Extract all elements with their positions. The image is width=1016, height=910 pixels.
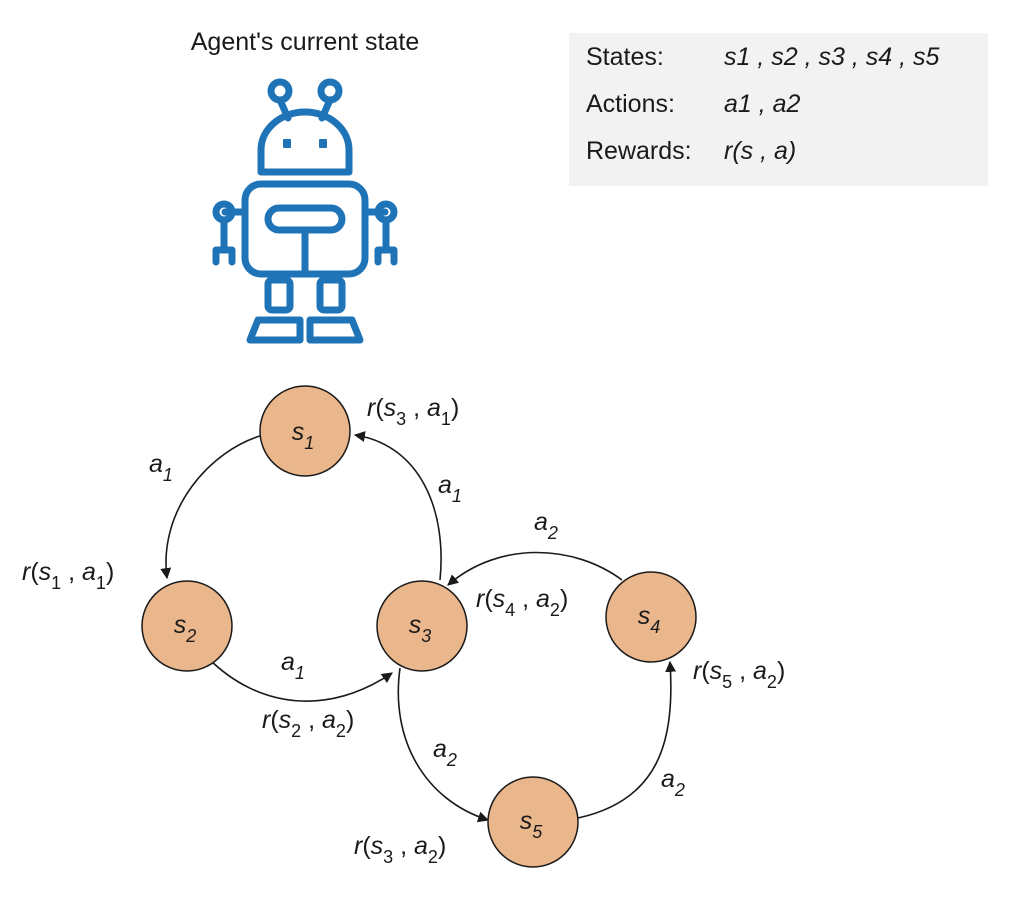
edge-s3-s1 xyxy=(353,431,442,581)
reward-label-s2-s3: r(s2 , a2) xyxy=(262,706,354,741)
agent-caption: Agent's current state xyxy=(190,28,420,56)
legend-actions: Actions: a1 , a2 xyxy=(586,90,800,119)
action-label-s1-s2: a1 xyxy=(149,450,173,485)
node-s1[interactable]: s1 xyxy=(259,385,351,477)
robot-icon xyxy=(212,78,398,344)
action-label-s3-s5: a2 xyxy=(433,735,457,770)
svg-text:s4: s4 xyxy=(638,602,661,637)
svg-text:s5: s5 xyxy=(520,807,544,842)
action-label-s2-s3: a1 xyxy=(281,648,305,683)
legend-rewards-value: r(s , a) xyxy=(724,137,797,165)
reward-label-s3-s5: r(s3 , a2) xyxy=(354,832,446,867)
edge-s4-s3 xyxy=(447,551,623,586)
action-label-s3-s1: a1 xyxy=(438,471,462,506)
node-s3[interactable]: s3 xyxy=(376,580,468,672)
legend-states-value: s1 , s2 , s3 , s4 , s5 xyxy=(724,43,940,71)
legend-actions-label: Actions: xyxy=(586,90,675,118)
svg-text:s3: s3 xyxy=(409,611,432,646)
legend-states-label: States: xyxy=(586,43,664,71)
svg-text:s1: s1 xyxy=(292,418,315,453)
edge-s3-s5 xyxy=(397,667,490,823)
svg-text:s2: s2 xyxy=(174,611,197,646)
reward-label-s3-s1: r(s3 , a1) xyxy=(367,394,459,429)
legend-actions-value: a1 , a2 xyxy=(724,90,801,118)
reward-label-s5-s4: r(s5 , a2) xyxy=(693,657,785,692)
reward-label-s4-s3: r(s4 , a2) xyxy=(476,585,568,620)
legend-rewards-label: Rewards: xyxy=(586,137,692,165)
edges xyxy=(160,431,677,823)
edge-s2-s3 xyxy=(207,657,393,702)
edge-s5-s4 xyxy=(577,660,677,819)
legend-rewards: Rewards: r(s , a) xyxy=(586,137,796,166)
action-label-s5-s4: a2 xyxy=(661,765,685,800)
node-s2[interactable]: s2 xyxy=(141,580,233,672)
legend-box: States: s1 , s2 , s3 , s4 , s5 Actions: a1… xyxy=(569,33,988,186)
node-s5[interactable]: s5 xyxy=(487,776,579,868)
action-label-s4-s3: a2 xyxy=(534,508,558,543)
node-s4[interactable]: s4 xyxy=(605,571,697,663)
reward-label-s1-s2: r(s1 , a1) xyxy=(22,558,114,593)
edge-s1-s2 xyxy=(160,434,264,580)
legend-states: States: s1 , s2 , s3 , s4 , s5 xyxy=(586,43,939,72)
